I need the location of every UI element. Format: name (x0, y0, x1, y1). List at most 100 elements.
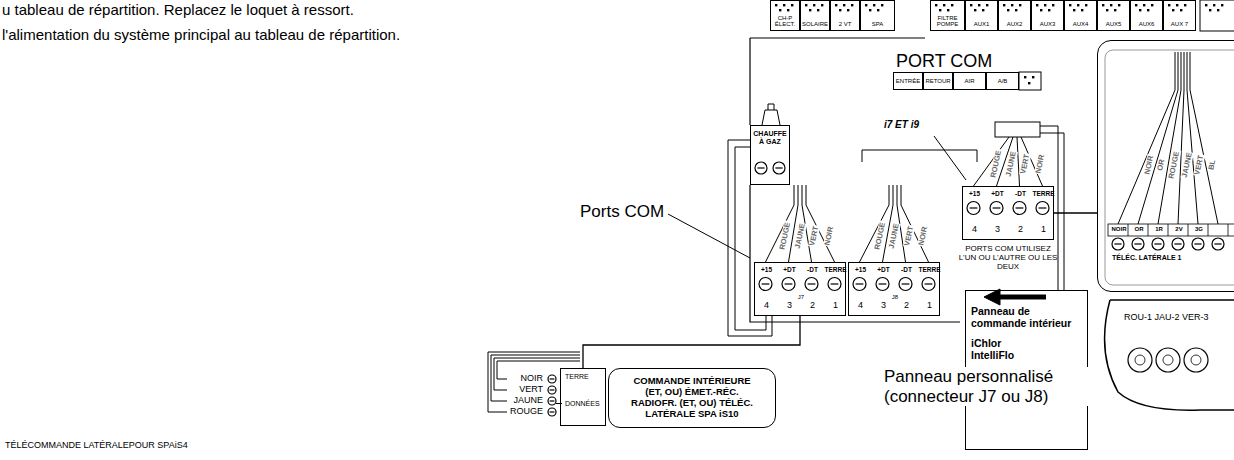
terminal-slot: AUX5 (1097, 0, 1130, 31)
screw-head (853, 278, 866, 291)
wire-color-label: VERT (519, 384, 543, 394)
screw-head (548, 386, 556, 394)
screw-terminal (1132, 238, 1144, 250)
screw-slot (775, 167, 782, 168)
signal-wire (1187, 52, 1198, 224)
pin-label: 4 (849, 301, 872, 311)
screw-head (1192, 238, 1204, 250)
instruction-text: u tableau de répartition. Replacez le lo… (2, 1, 354, 18)
pin-dot (935, 4, 937, 6)
pin-dot (1073, 9, 1075, 11)
screw-head (548, 408, 556, 416)
screw-terminal (1036, 202, 1049, 215)
pin-dot (1168, 4, 1170, 6)
screw-slot (1114, 243, 1121, 244)
signal-wire (1017, 137, 1020, 186)
screw-head (990, 202, 1003, 215)
wire-color-label: ROUGE (1167, 150, 1180, 180)
wire-color-label: JAUNE (793, 222, 806, 250)
screw-terminal (548, 408, 556, 416)
screw-terminal (967, 202, 980, 215)
pin-dot (847, 9, 849, 11)
strip-divider (1188, 224, 1189, 236)
remote-label: 2V (1169, 226, 1189, 233)
pin-dot (1143, 4, 1145, 6)
pin-dot (881, 4, 883, 6)
screw-terminal (853, 278, 866, 291)
data-dash (556, 403, 562, 404)
leader-line (934, 136, 966, 180)
pin-dot (1213, 4, 1215, 6)
screw-slot (808, 283, 816, 284)
pin-dot (1217, 9, 1219, 11)
pin-dot (943, 4, 945, 6)
pin-dot (783, 4, 785, 6)
port-connector (1019, 72, 1041, 90)
screw-head (876, 278, 889, 291)
pin-label: -DT (1009, 190, 1032, 197)
pin-dot (947, 9, 949, 11)
signal-wire (974, 137, 1010, 186)
wire-color-label: VERT (808, 224, 820, 247)
pin-dot (805, 4, 807, 6)
pin-dot (1172, 9, 1174, 11)
strip-divider (1128, 224, 1129, 236)
screw-head (773, 162, 785, 174)
com-terminal-block: +15+DT-DTTERREJ74321 (754, 262, 846, 316)
remote-label: 1R (1149, 226, 1169, 233)
terminal-strip (1108, 224, 1234, 236)
pin-label: 1 (918, 301, 941, 311)
pin-label: DONNÉES (565, 400, 603, 408)
screw-head (755, 162, 767, 174)
wire-color-label: OR (1156, 158, 1166, 173)
screw-slot (550, 411, 555, 412)
wire-color-label: BL (1207, 158, 1217, 171)
pin-dot (1147, 9, 1149, 11)
terminal-slot: SPA (860, 0, 895, 31)
screw-terminal (1172, 238, 1184, 250)
control-label: COMMANDE INTÉRIEURE (ET, OU) ÉMET.-RÉC. … (631, 376, 753, 420)
signal-wire (1158, 52, 1181, 224)
slot-label: SOLAIRE (802, 21, 828, 28)
terminal-slot: AUX3 (1031, 0, 1064, 31)
screw-slot (785, 283, 793, 284)
signal-cable (583, 316, 800, 368)
terminal-slot: SOLAIRE (800, 0, 830, 31)
pin-dot (1069, 4, 1071, 6)
screw-head (1152, 238, 1164, 250)
screw-terminal (1152, 238, 1164, 250)
screw-terminal (828, 278, 841, 291)
screw-slot (550, 389, 555, 390)
remote-button (1184, 348, 1208, 372)
wire-color-label: NOIR (823, 225, 835, 247)
wire-color-label: VERT (903, 224, 915, 247)
screw-slot (550, 378, 555, 379)
pin-dot (869, 9, 871, 11)
wire-color-label: JAUNE (513, 395, 543, 405)
pin-label: -DT (801, 266, 824, 273)
signal-cable (1054, 212, 1097, 213)
slot-label: SPA (862, 21, 893, 28)
remote-label: 3G (1189, 226, 1209, 233)
pin-label: 4 (755, 301, 778, 311)
signal-wire (1190, 52, 1218, 224)
screw-terminal (1212, 238, 1224, 250)
pin-label: +DT (778, 266, 801, 273)
remote-button (1128, 348, 1152, 372)
slot-label: 2 VT (832, 21, 858, 28)
wire-color-label: ROUGE (873, 221, 886, 251)
port-label: ENTRÉE (896, 78, 920, 85)
pointer-arrow (998, 295, 1046, 300)
remote-button (1135, 355, 1145, 365)
pin-dot (1019, 4, 1021, 6)
screw-head (922, 278, 935, 291)
port-label: A/B (998, 78, 1008, 85)
pin-label: TERRE (1032, 190, 1055, 197)
screw-slot (879, 283, 887, 284)
screw-terminal (1112, 238, 1124, 250)
pin-dot (1184, 4, 1186, 6)
pin-dot (1102, 4, 1104, 6)
wire-color-label: NOIR (917, 225, 929, 247)
pin-dot (1151, 4, 1153, 6)
screw-head (1132, 238, 1144, 250)
